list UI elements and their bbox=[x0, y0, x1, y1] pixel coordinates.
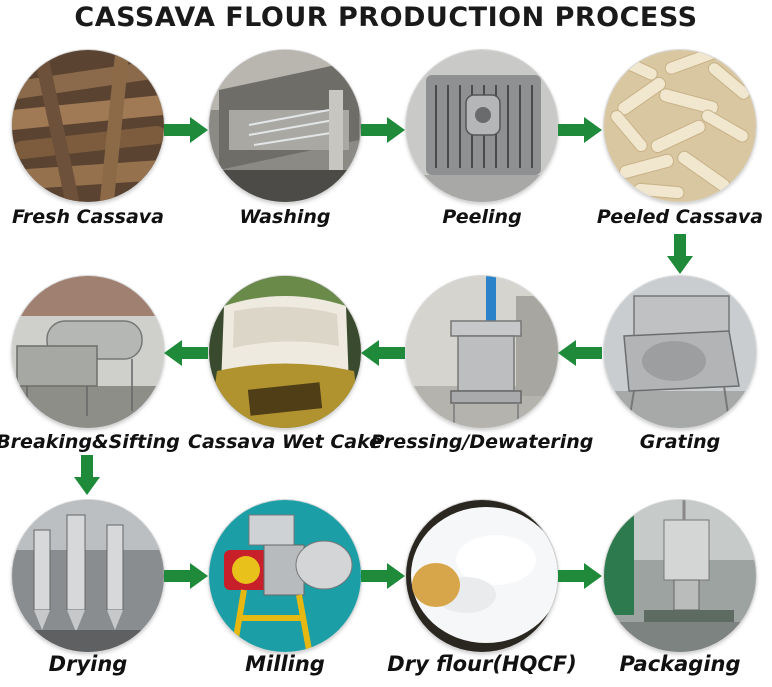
step-fresh-cassava: Fresh Cassava bbox=[8, 50, 168, 228]
arrow-down-icon bbox=[74, 455, 100, 495]
step-label: Packaging bbox=[619, 652, 741, 676]
arrow-right-icon bbox=[164, 117, 208, 143]
step-cassava-wet-cake: Cassava Wet Cake bbox=[188, 276, 382, 453]
step-label: Breaking&Sifting bbox=[0, 431, 180, 453]
step-label: Washing bbox=[239, 206, 331, 228]
peeled-cassava-photo bbox=[604, 50, 756, 202]
step-washing: Washing bbox=[205, 50, 365, 228]
step-peeling: Peeling bbox=[402, 50, 562, 228]
arrow-right-icon bbox=[164, 563, 208, 589]
step-label: Cassava Wet Cake bbox=[188, 431, 382, 453]
arrow-right-icon bbox=[361, 117, 405, 143]
sifting-machine-photo bbox=[12, 276, 164, 428]
step-grating: Grating bbox=[600, 276, 760, 453]
step-pressing-dewatering: Pressing/Dewatering bbox=[371, 276, 593, 453]
wet-cake-sack-photo bbox=[209, 276, 361, 428]
fresh-cassava-photo bbox=[12, 50, 164, 202]
step-label: Milling bbox=[245, 652, 325, 676]
arrow-right-icon bbox=[558, 117, 602, 143]
arrow-left-icon bbox=[164, 340, 208, 366]
diagram-title: CASSAVA FLOUR PRODUCTION PROCESS bbox=[74, 2, 698, 33]
step-dry-flour: Dry flour(HQCF) bbox=[387, 500, 577, 676]
step-drying: Drying bbox=[8, 500, 168, 676]
grating-machine-photo bbox=[604, 276, 756, 428]
mill-machine-photo bbox=[209, 500, 361, 652]
step-label: Dry flour(HQCF) bbox=[387, 652, 577, 676]
flash-dryer-photo bbox=[12, 500, 164, 652]
arrow-right-icon bbox=[558, 563, 602, 589]
press-machine-photo bbox=[406, 276, 558, 428]
step-packaging: Packaging bbox=[600, 500, 760, 676]
dry-flour-photo bbox=[406, 500, 558, 652]
step-label: Drying bbox=[48, 652, 128, 676]
arrow-right-icon bbox=[361, 563, 405, 589]
step-peeled-cassava: Peeled Cassava bbox=[597, 50, 763, 228]
step-label: Fresh Cassava bbox=[11, 206, 164, 228]
peeling-machine-photo bbox=[406, 50, 558, 202]
step-milling: Milling bbox=[205, 500, 365, 676]
step-label: Pressing/Dewatering bbox=[370, 431, 594, 453]
step-label: Grating bbox=[639, 431, 721, 453]
washing-machine-photo bbox=[209, 50, 361, 202]
arrow-left-icon bbox=[361, 340, 405, 366]
arrow-left-icon bbox=[558, 340, 602, 366]
packaging-machine-photo bbox=[604, 500, 756, 652]
arrow-down-icon bbox=[667, 234, 693, 274]
step-breaking-sifting: Breaking&Sifting bbox=[0, 276, 180, 453]
step-label: Peeled Cassava bbox=[596, 206, 764, 228]
step-label: Peeling bbox=[442, 206, 522, 228]
